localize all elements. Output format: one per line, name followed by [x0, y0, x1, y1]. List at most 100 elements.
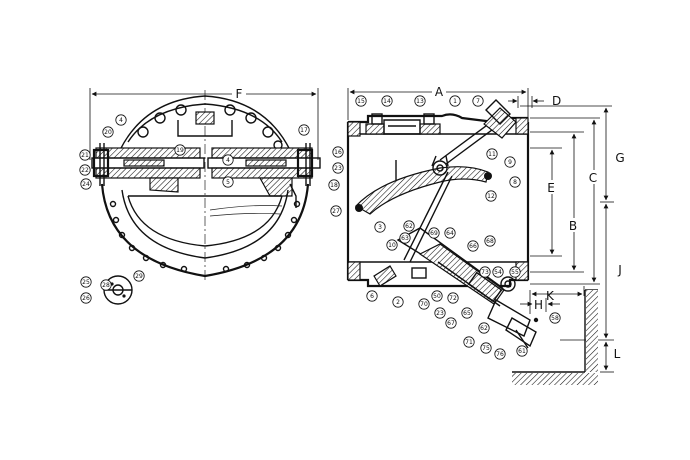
part-balloon: 20	[102, 126, 114, 138]
dimension-label-k: K	[546, 289, 555, 303]
part-balloon: 15	[355, 95, 367, 107]
part-balloon: 4	[115, 114, 127, 126]
part-balloon-circle	[332, 162, 344, 174]
part-balloon: 75	[480, 342, 492, 354]
part-balloon: 11	[486, 148, 498, 160]
part-balloon-label: 5	[226, 179, 230, 186]
part-balloon-circle	[509, 266, 521, 278]
flange-bolt-holes	[109, 200, 301, 273]
dimension-label-h: H	[534, 298, 543, 312]
part-balloon-label: 13	[416, 98, 424, 105]
part-balloon: 23	[332, 162, 344, 174]
part-balloon-label: 8	[513, 179, 517, 186]
part-balloon-label: 27	[332, 208, 340, 215]
part-balloon-circle	[355, 95, 367, 107]
part-balloon: 18	[328, 179, 340, 191]
part-balloon-label: 70	[420, 301, 428, 308]
part-balloon: 14	[381, 95, 393, 107]
part-balloon: 76	[494, 348, 506, 360]
dimension-label-f: F	[236, 87, 243, 101]
part-balloon-circle	[330, 205, 342, 217]
part-balloon-label: 19	[176, 147, 184, 154]
dimension-label-e: E	[547, 181, 555, 195]
part-balloon-circle	[115, 114, 127, 126]
part-balloon-label: 26	[82, 295, 90, 302]
part-balloon: 1	[449, 95, 461, 107]
part-balloon: 58	[549, 312, 561, 324]
part-balloon-label: 28	[102, 282, 110, 289]
part-balloon-circle	[485, 190, 497, 202]
part-balloon: 50	[431, 290, 443, 302]
part-balloon-label: 24	[82, 181, 90, 188]
part-balloon-label: 58	[551, 315, 559, 322]
part-balloon-label: 22	[81, 167, 89, 174]
right-flange-section	[207, 143, 321, 197]
part-balloon-label: 17	[300, 127, 308, 134]
part-balloon: 65	[461, 307, 473, 319]
part-balloon-circle	[366, 290, 378, 302]
dimension-label-c: C	[589, 171, 597, 185]
part-balloon-label: 11	[488, 151, 496, 158]
part-balloon: 62	[478, 322, 490, 334]
part-balloon: 5	[222, 176, 234, 188]
part-balloon-circle	[463, 336, 475, 348]
dimension-g-j-l: G J L	[520, 105, 626, 373]
part-balloon-circle	[472, 95, 484, 107]
part-balloon-circle	[494, 348, 506, 360]
part-balloon: 3	[374, 221, 386, 233]
part-balloon: 7	[472, 95, 484, 107]
part-balloon-label: 4	[226, 157, 230, 164]
part-balloon-label: 69	[430, 230, 438, 237]
part-balloon-circle	[298, 124, 310, 136]
part-balloon: 55	[509, 266, 521, 278]
part-balloon-label: 1	[453, 98, 457, 105]
cover-bolts	[137, 104, 283, 150]
part-balloon-label: 75	[482, 345, 490, 352]
dimension-k-h: K H	[520, 286, 585, 314]
part-balloon: 8	[509, 176, 521, 188]
part-balloon-circle	[79, 149, 91, 161]
part-balloon-circle	[328, 179, 340, 191]
part-balloon-circle	[447, 292, 459, 304]
part-balloon-label: 76	[496, 351, 504, 358]
side-section-view: A D	[346, 84, 626, 385]
left-flange-section	[91, 143, 205, 193]
part-balloon-circle	[80, 292, 92, 304]
part-balloon-circle	[504, 156, 516, 168]
part-balloon-circle	[100, 279, 112, 291]
part-balloon-label: 20	[104, 129, 112, 136]
part-balloon-circle	[174, 144, 186, 156]
part-balloon-circle	[449, 95, 461, 107]
part-balloon: 62	[403, 220, 415, 232]
part-balloon: 23	[434, 307, 446, 319]
dimension-label-g: G	[615, 151, 624, 165]
part-balloon: 6	[366, 290, 378, 302]
part-balloon-label: 64	[446, 230, 454, 237]
part-balloon-circle	[392, 296, 404, 308]
part-balloon-label: 16	[334, 149, 342, 156]
dimension-label-j: J	[617, 263, 622, 277]
part-balloon-circle	[399, 232, 411, 244]
part-balloon-label: 6	[370, 293, 374, 300]
part-balloon-label: 50	[433, 293, 441, 300]
dimension-c: C	[530, 117, 600, 285]
part-balloon: 4	[222, 154, 234, 166]
part-balloon: 54	[492, 266, 504, 278]
part-balloon: 27	[330, 205, 342, 217]
dimension-label-b: B	[569, 219, 577, 233]
part-balloon-circle	[479, 266, 491, 278]
part-balloon-label: 65	[463, 310, 471, 317]
part-balloon-circle	[414, 95, 426, 107]
part-balloon-label: 15	[357, 98, 365, 105]
part-balloon-label: 21	[81, 152, 89, 159]
part-balloon: 71	[463, 336, 475, 348]
part-balloon: 72	[447, 292, 459, 304]
part-balloon-circle	[478, 322, 490, 334]
part-balloon-label: 55	[511, 269, 519, 276]
part-balloon-label: 12	[487, 193, 495, 200]
part-balloon: 21	[79, 149, 91, 161]
part-balloon-circle	[516, 345, 528, 357]
part-balloon-circle	[467, 240, 479, 252]
part-balloon-circle	[444, 227, 456, 239]
